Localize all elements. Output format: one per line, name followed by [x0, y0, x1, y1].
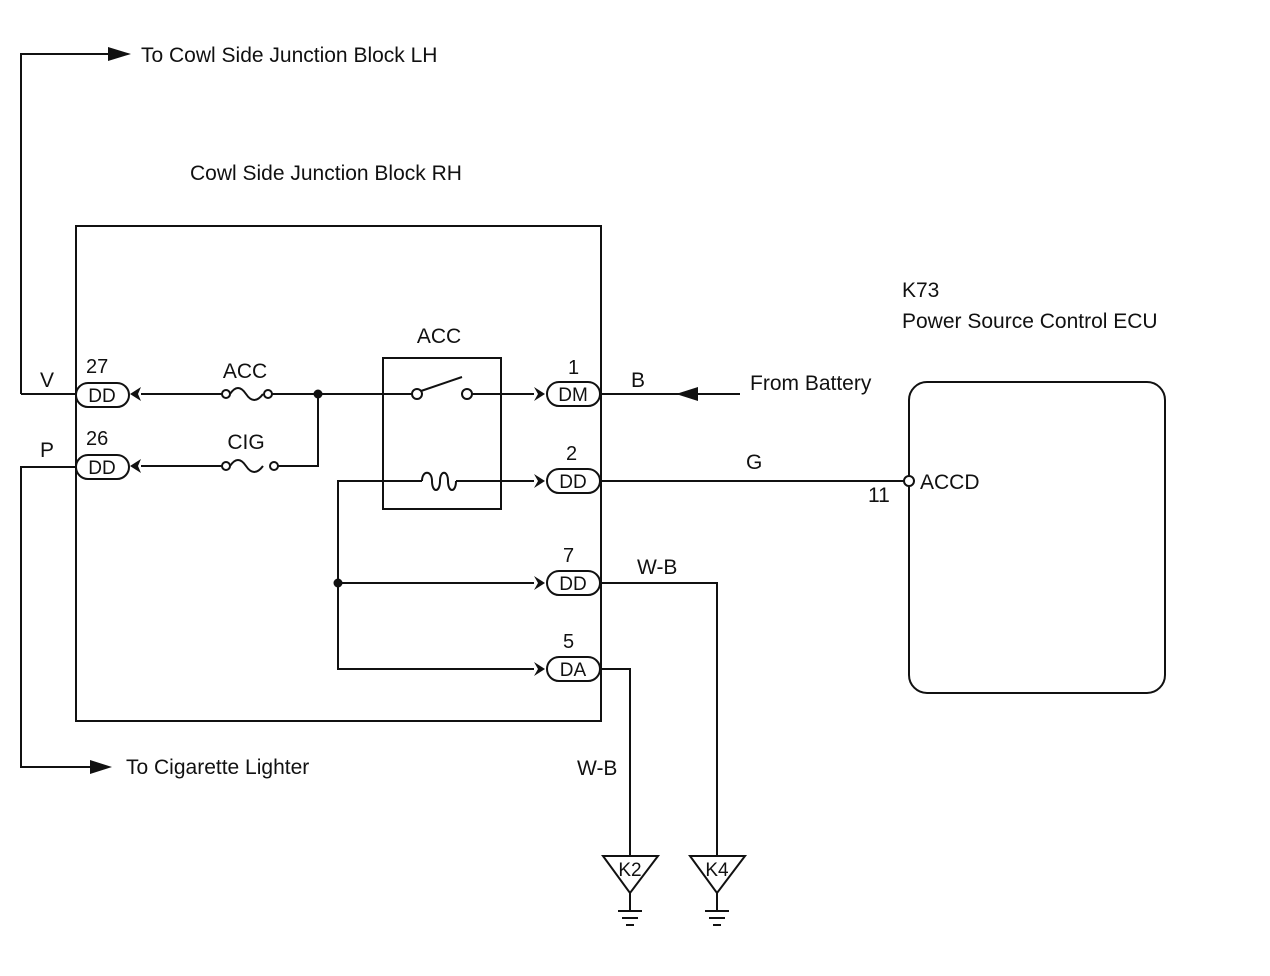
connector-2: 2 DD: [534, 443, 601, 494]
connector-arrow-icon: [534, 387, 545, 401]
connector-arrow-icon: [534, 474, 545, 488]
wire-color-v: V: [40, 369, 54, 392]
ecu-code: K73: [902, 279, 939, 302]
splice-point: [333, 578, 343, 588]
connector-arrow-icon: [534, 662, 545, 676]
wire-color-wb-7: W-B: [637, 556, 677, 579]
relay-coil-icon: [421, 471, 457, 491]
connector-code-27: DD: [88, 386, 115, 407]
connector-code-2: DD: [559, 472, 586, 493]
ground-k2: K2: [601, 855, 661, 926]
connector-arrow-icon: [534, 576, 545, 590]
ground-code-k4: K4: [705, 860, 729, 881]
destination-label-bottom: To Cigarette Lighter: [126, 756, 309, 779]
connector-code-1: DM: [558, 385, 588, 406]
connector-code-7: DD: [559, 574, 586, 595]
arrow-right-icon: [90, 760, 112, 774]
wire-color-p: P: [40, 439, 54, 462]
connector-pin-27: 27: [86, 356, 108, 378]
junction-block-title: Cowl Side Junction Block RH: [190, 162, 462, 185]
junction-block-box: [75, 225, 602, 722]
connector-27: 27 DD: [75, 356, 141, 408]
ecu-name: Power Source Control ECU: [902, 310, 1158, 333]
connector-1: 1 DM: [534, 357, 601, 407]
ecu-terminal-name: ACCD: [920, 471, 980, 494]
relay-label: ACC: [417, 325, 461, 348]
destination-label-top: To Cowl Side Junction Block LH: [141, 44, 437, 67]
ground-k4: K4: [688, 855, 748, 926]
ecu-box: [908, 381, 1166, 694]
arrow-right-icon: [108, 47, 131, 61]
arrow-left-icon: [676, 387, 698, 401]
connector-7: 7 DD: [534, 545, 601, 596]
ecu-terminal-pin: 11: [868, 484, 890, 507]
connector-pin-2: 2: [566, 443, 577, 465]
connector-pin-1: 1: [568, 357, 579, 379]
wire-color-wb-5: W-B: [577, 757, 617, 780]
fuse-label-acc: ACC: [223, 360, 267, 383]
connector-pin-26: 26: [86, 428, 108, 450]
connector-arrow-icon: [130, 387, 141, 401]
wire-color-b: B: [631, 369, 645, 392]
ground-triangle-icon: [601, 855, 661, 895]
connector-code-5: DA: [560, 660, 587, 681]
connector-26: 26 DD: [75, 428, 141, 480]
ecu-terminal: [903, 475, 915, 487]
connector-pin-5: 5: [563, 631, 574, 653]
connector-code-26: DD: [88, 458, 115, 479]
connector-pin-7: 7: [563, 545, 574, 567]
fuse-cig: CIG: [221, 431, 279, 473]
to-junction-block-lh: To Cowl Side Junction Block LH: [20, 44, 437, 394]
ground-triangle-icon: [688, 855, 748, 895]
destination-label-battery: From Battery: [750, 372, 872, 395]
ground-code-k2: K2: [618, 860, 641, 881]
fuse-label-cig: CIG: [227, 431, 264, 454]
fuse-acc: ACC: [221, 360, 273, 401]
relay-acc: ACC: [382, 325, 502, 510]
wire-color-g: G: [746, 451, 762, 474]
connector-arrow-icon: [130, 459, 141, 473]
connector-5: 5 DA: [534, 631, 601, 682]
